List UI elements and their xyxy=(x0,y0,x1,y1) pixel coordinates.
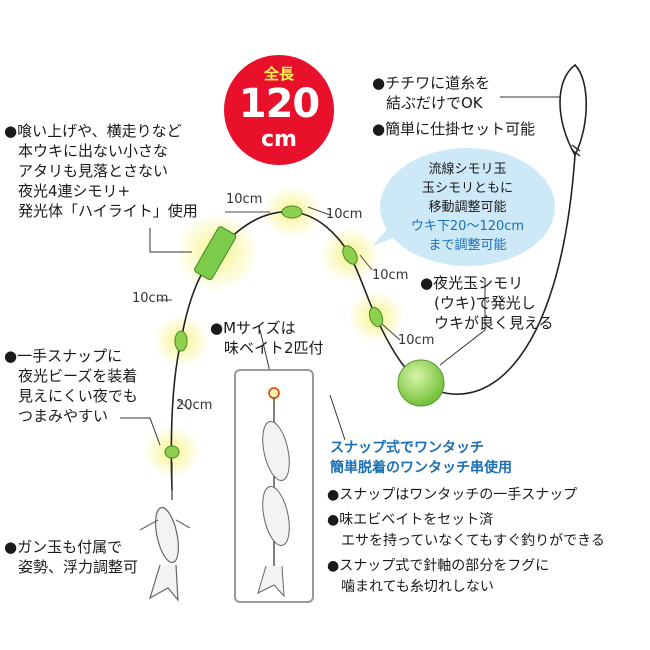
bubble-line-blue: ウキ下20～120cm xyxy=(410,219,525,234)
note-line: 発光体「ハイライト」使用 xyxy=(18,202,198,220)
note-snap-left: ●一手スナップに 夜光ビーズを装着 見えにくい夜でも つまみやすい xyxy=(4,346,138,426)
snap-item: ●味エビベイトをセット済 xyxy=(327,512,494,528)
note-line: 夜光4連シモリ+ xyxy=(18,182,131,200)
dimension-label: 10cm xyxy=(132,291,169,306)
dimension-brackets xyxy=(158,206,401,411)
note-line: (ウキ)で発光し xyxy=(434,294,536,312)
dimension-label: 20cm xyxy=(176,398,213,413)
note-line: ●チチワに道糸を xyxy=(372,74,491,92)
bubble-line: 流線シモリ玉 xyxy=(428,162,507,177)
note-top-left: ●喰い上げや、横走りなど 本ウキに出ない小さな アタリも見落とさない 夜光4連シ… xyxy=(4,121,198,221)
note-line: ●Mサイズは xyxy=(210,319,296,337)
snap-item: 噛まれても糸切れしない xyxy=(341,579,494,595)
snap-heading: スナップ式でワンタッチ 簡単脱着のワンタッチ串使用 xyxy=(330,438,512,478)
note-line: ●喰い上げや、横走りなど xyxy=(4,122,182,140)
bubble-line-blue: まで調整可能 xyxy=(428,238,507,253)
bubble-line: 移動調整可能 xyxy=(428,200,507,215)
glow-beads xyxy=(164,205,384,459)
adjust-bubble: 流線シモリ玉 玉シモリともに 移動調整可能 ウキ下20～120cm まで調整可能 xyxy=(380,148,555,266)
note-line: アタリも見落とさない xyxy=(18,162,169,180)
note-line: ●一手スナップに xyxy=(4,347,123,365)
dimension-label: 10cm xyxy=(372,268,409,283)
note-line: つまみやすい xyxy=(18,407,109,425)
snap-heading-line: スナップ式でワンタッチ xyxy=(330,440,484,456)
snap-item: ●スナップ式で針軸の部分をフグに xyxy=(327,558,550,574)
note-line: 味ベイト2匹付 xyxy=(224,339,324,357)
dimension-label: 10cm xyxy=(398,333,435,348)
badge-unit: cm xyxy=(261,127,297,152)
snap-item: エサを持っていなくてもすぐ釣りができる xyxy=(341,533,605,549)
note-line: ●簡単に仕掛セット可能 xyxy=(372,120,536,138)
leader-lines xyxy=(120,96,560,446)
dimension-label: 10cm xyxy=(326,207,363,222)
note-sinker: ●ガン玉も付属で 姿勢、浮力調整可 xyxy=(4,537,138,577)
badge-label: 全長 xyxy=(263,65,294,83)
snap-heading-line: 簡単脱着のワンタッチ串使用 xyxy=(330,460,512,476)
note-line: 本ウキに出ない小さな xyxy=(18,142,169,160)
note-chikuwa: ●チチワに道糸を 結ぶだけでOK ●簡単に仕掛セット可能 xyxy=(372,73,535,139)
note-line: ウキが良く見える xyxy=(434,314,554,332)
note-line: 姿勢、浮力調整可 xyxy=(18,558,139,576)
inset-shrimp-icon xyxy=(257,383,290,598)
note-float: ●夜光玉シモリ (ウキ)で発光し ウキが良く見える xyxy=(420,273,554,333)
note-line: ●ガン玉も付属で xyxy=(4,538,123,556)
bait-inset-box xyxy=(234,369,314,603)
note-line: 夜光ビーズを装着 xyxy=(18,367,138,385)
note-line: 見えにくい夜でも xyxy=(18,387,138,405)
note-line: ●夜光玉シモリ xyxy=(420,274,524,292)
badge-number: 120 xyxy=(238,81,321,127)
note-line: 結ぶだけでOK xyxy=(386,94,483,112)
chichiwa-loop xyxy=(559,63,588,156)
note-bait: ●Mサイズは 味ベイト2匹付 xyxy=(210,318,324,358)
snap-item: ●スナップはワンタッチの一手スナップ xyxy=(327,487,578,503)
total-length-badge: 全長 120 cm xyxy=(224,55,334,165)
float-ball xyxy=(397,359,445,407)
dimension-label: 10cm xyxy=(226,192,263,207)
shrimp-bait-icon xyxy=(139,462,191,602)
bubble-line: 玉シモリともに xyxy=(421,181,513,196)
snap-items: ●スナップはワンタッチの一手スナップ ●味エビベイトをセット済 エサを持っていな… xyxy=(327,485,605,598)
